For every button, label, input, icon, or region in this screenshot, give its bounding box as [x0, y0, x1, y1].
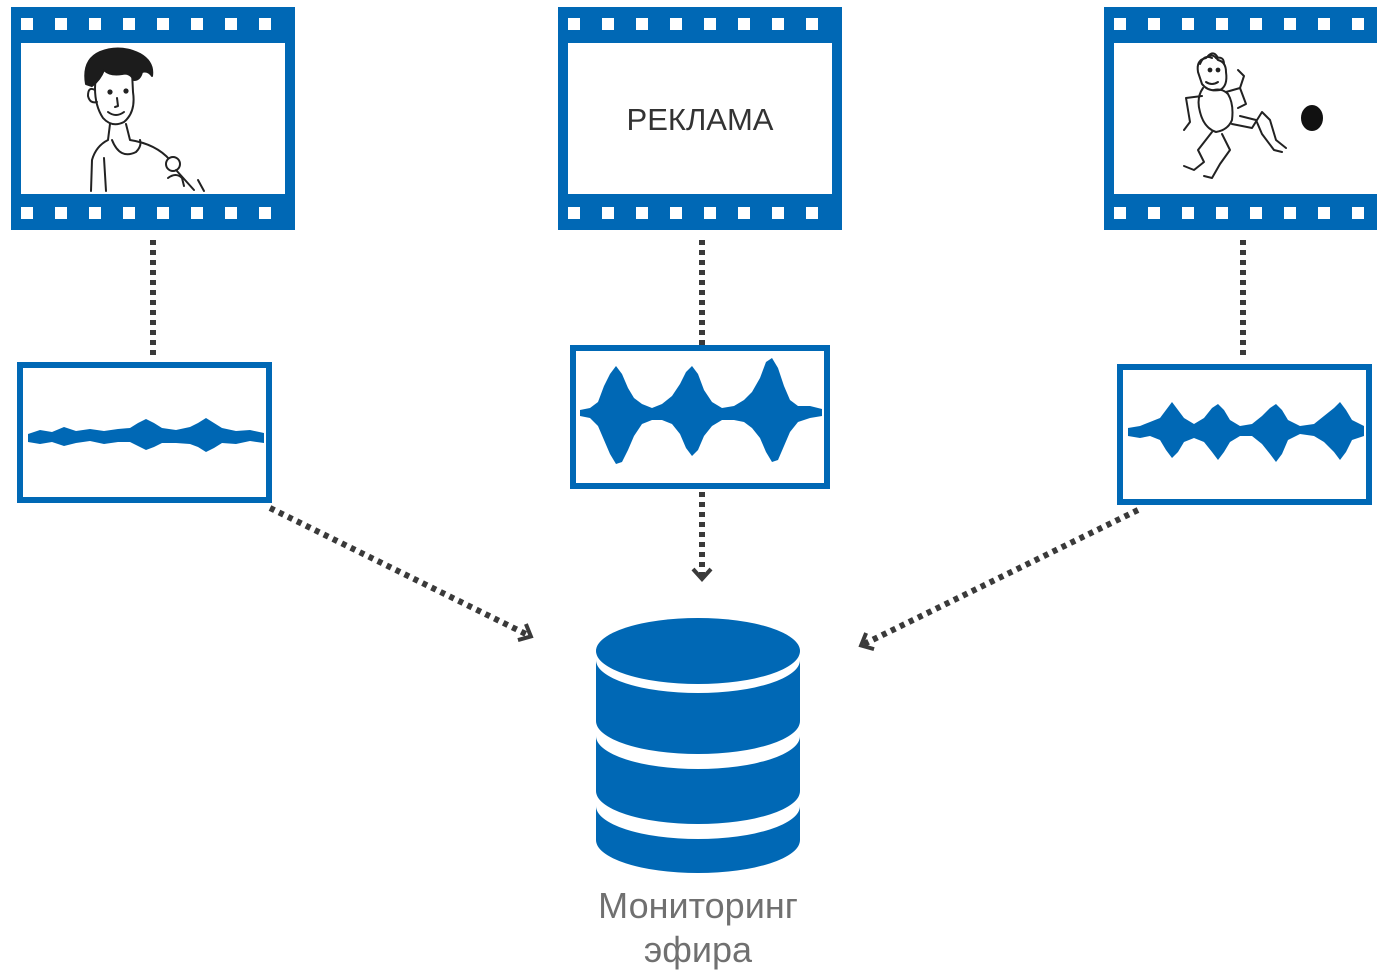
film-perforations-bottom — [1114, 207, 1364, 219]
running-figure-with-ball-icon — [1183, 52, 1323, 179]
frame-to-waveform-connectors — [150, 240, 1246, 360]
waveform-to-database-arrows — [268, 492, 1140, 652]
film-perforations-bottom — [568, 207, 818, 219]
film-perforations-top — [568, 18, 818, 30]
database-icon — [596, 618, 800, 873]
arrow-from-cartoon — [858, 507, 1140, 652]
waveform-interview — [17, 362, 272, 503]
ad-frame-label: РЕКЛАМА — [627, 102, 774, 137]
database-caption-line2: эфира — [644, 929, 753, 970]
person-with-microphone-icon — [84, 47, 205, 192]
waveform-cartoon — [1117, 364, 1372, 505]
arrow-from-interview — [268, 505, 534, 643]
audio-waveform-icon — [580, 358, 822, 464]
film-frame-cartoon — [1104, 7, 1377, 230]
waveform-ad — [570, 345, 830, 489]
film-perforations-top — [21, 18, 271, 30]
film-frame-interview — [11, 7, 295, 230]
audio-waveform-icon — [1128, 402, 1364, 462]
film-perforations-bottom — [21, 207, 271, 219]
film-frame-ad: РЕКЛАМА — [558, 7, 842, 230]
audio-waveform-icon — [28, 418, 264, 452]
film-perforations-top — [1114, 18, 1364, 30]
database-caption-line1: Мониторинг — [598, 885, 798, 926]
